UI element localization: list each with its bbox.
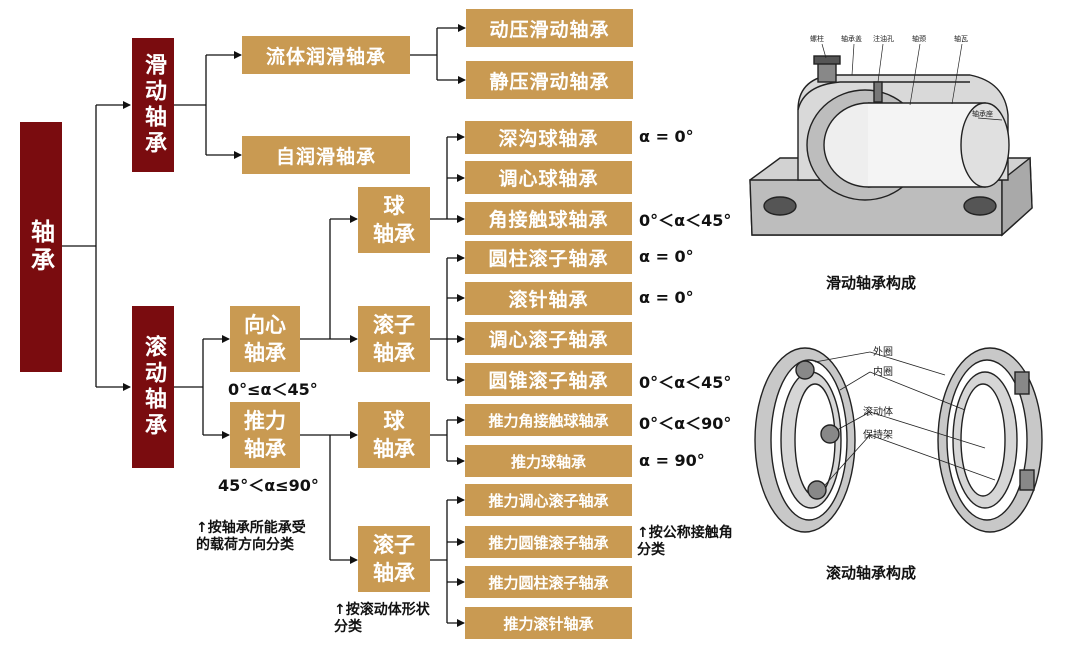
angle-thrust-angular: 0°＜α＜90° xyxy=(639,414,732,433)
leaf-label: 推力圆柱滚子轴承 xyxy=(488,573,609,592)
part-label: 内圈 xyxy=(873,365,893,378)
node-thrust-ball: 球 轴承 xyxy=(358,402,430,468)
node-thrust-bearing: 推力 轴承 xyxy=(230,402,300,468)
node-radial-roller: 滚子 轴承 xyxy=(358,306,430,372)
thrust-angle-text: 45°＜α≤90° xyxy=(218,476,319,495)
radial-line2: 轴承 xyxy=(244,341,286,365)
sliding-label: 滑动轴承 xyxy=(141,53,166,157)
leaf-thrust-needle-roller: 推力滚针轴承 xyxy=(465,607,632,639)
note-contact-angle: ↑按公称接触角 分类 xyxy=(637,525,733,558)
leaf-tapered-roller: 圆锥滚子轴承 xyxy=(465,363,632,396)
leaf-deep-groove-ball: 深沟球轴承 xyxy=(465,121,632,154)
part-label: 外圈 xyxy=(873,346,893,358)
part-label: 轴承座 xyxy=(972,109,993,118)
node-hydrostatic: 静压滑动轴承 xyxy=(466,61,633,99)
angle-deep-groove: α = 0° xyxy=(639,127,694,146)
fluid-label: 流体润滑轴承 xyxy=(265,45,386,68)
part-label: 轴颈 xyxy=(912,34,926,43)
thrust-roller-line2: 轴承 xyxy=(373,561,415,585)
angle-tapered: 0°＜α＜45° xyxy=(639,373,732,392)
leaf-label: 推力调心滚子轴承 xyxy=(488,491,609,510)
node-hydrodynamic: 动压滑动轴承 xyxy=(466,9,633,47)
part-label: 注油孔 xyxy=(873,34,894,43)
radial-ball-line2: 轴承 xyxy=(373,222,415,246)
leaf-label: 推力球轴承 xyxy=(510,452,586,471)
angle-angular-contact: 0°＜α＜45° xyxy=(639,211,732,230)
angle-needle: α = 0° xyxy=(639,288,694,307)
leaf-thrust-angular-ball: 推力角接触球轴承 xyxy=(465,404,632,436)
part-label: 轴瓦 xyxy=(954,34,968,43)
rolling-label: 滚动轴承 xyxy=(141,335,166,439)
sliding-bearing-illustration: 螺柱 轴承盖 注油孔 轴颈 轴瓦 轴承座 xyxy=(749,34,1033,237)
root-node-bearing: 轴承 xyxy=(20,122,62,372)
radial-roller-line2: 轴承 xyxy=(373,341,415,365)
leaf-label: 推力滚针轴承 xyxy=(503,614,594,633)
leaf-label: 调心球轴承 xyxy=(498,168,599,190)
node-self-lubricating: 自润滑轴承 xyxy=(242,136,410,174)
thrust-ball-line2: 轴承 xyxy=(373,437,415,461)
rolling-caption: 滚动轴承构成 xyxy=(826,564,917,582)
leaf-needle-roller: 滚针轴承 xyxy=(465,282,632,315)
node-radial-bearing: 向心 轴承 xyxy=(230,306,300,372)
part-label: 螺柱 xyxy=(810,34,824,43)
leaf-label: 滚针轴承 xyxy=(508,289,589,311)
thrust-roller-line1: 滚子 xyxy=(373,533,415,557)
leaf-angular-contact-ball: 角接触球轴承 xyxy=(465,202,632,235)
part-label: 滚动体 xyxy=(863,405,893,418)
root-label: 轴承 xyxy=(26,219,55,275)
leaf-thrust-tapered-roller: 推力圆锥滚子轴承 xyxy=(465,526,632,558)
rolling-bearing-illustration: 外圈 内圈 滚动体 保持架 xyxy=(754,346,1043,533)
part-label: 保持架 xyxy=(863,428,893,441)
angle-cylindrical: α = 0° xyxy=(639,247,694,266)
leaf-cylindrical-roller: 圆柱滚子轴承 xyxy=(465,241,632,274)
node-fluid-lubricated: 流体润滑轴承 xyxy=(242,36,410,74)
leaf-thrust-spherical-roller: 推力调心滚子轴承 xyxy=(465,484,632,516)
node-radial-ball: 球 轴承 xyxy=(358,187,430,253)
leaf-label: 角接触球轴承 xyxy=(488,209,609,231)
angle-thrust-ball: α = 90° xyxy=(639,451,705,470)
radial-angle-text: 0°≤α＜45° xyxy=(228,380,318,399)
note-rolling-shape: ↑按滚动体形状 分类 xyxy=(334,602,430,635)
node-sliding-bearing: 滑动轴承 xyxy=(132,38,174,172)
radial-line1: 向心 xyxy=(244,313,286,337)
part-label: 轴承盖 xyxy=(841,34,862,43)
leaf-label: 推力圆锥滚子轴承 xyxy=(488,533,609,552)
dynamic-label: 动压滑动轴承 xyxy=(489,18,610,41)
thrust-ball-line1: 球 xyxy=(383,409,405,433)
leaf-spherical-roller: 调心滚子轴承 xyxy=(465,322,632,355)
leaf-thrust-cylindrical-roller: 推力圆柱滚子轴承 xyxy=(465,566,632,598)
radial-ball-line1: 球 xyxy=(383,194,405,218)
node-rolling-bearing: 滚动轴承 xyxy=(132,306,174,468)
leaf-label: 调心滚子轴承 xyxy=(488,329,609,351)
thrust-line2: 轴承 xyxy=(244,437,286,461)
leaf-self-aligning-ball: 调心球轴承 xyxy=(465,161,632,194)
self-label: 自润滑轴承 xyxy=(275,145,376,168)
leaf-label: 推力角接触球轴承 xyxy=(488,411,609,430)
leaf-thrust-ball: 推力球轴承 xyxy=(465,445,632,477)
leaf-label: 深沟球轴承 xyxy=(498,128,599,150)
leaf-label: 圆锥滚子轴承 xyxy=(488,370,609,392)
leaf-label: 圆柱滚子轴承 xyxy=(488,248,609,270)
note-load-direction: ↑按轴承所能承受 的载荷方向分类 xyxy=(196,520,306,553)
thrust-line1: 推力 xyxy=(244,409,286,433)
static-label: 静压滑动轴承 xyxy=(489,70,610,93)
node-thrust-roller: 滚子 轴承 xyxy=(358,526,430,592)
sliding-caption: 滑动轴承构成 xyxy=(826,274,917,292)
radial-roller-line1: 滚子 xyxy=(373,313,415,337)
